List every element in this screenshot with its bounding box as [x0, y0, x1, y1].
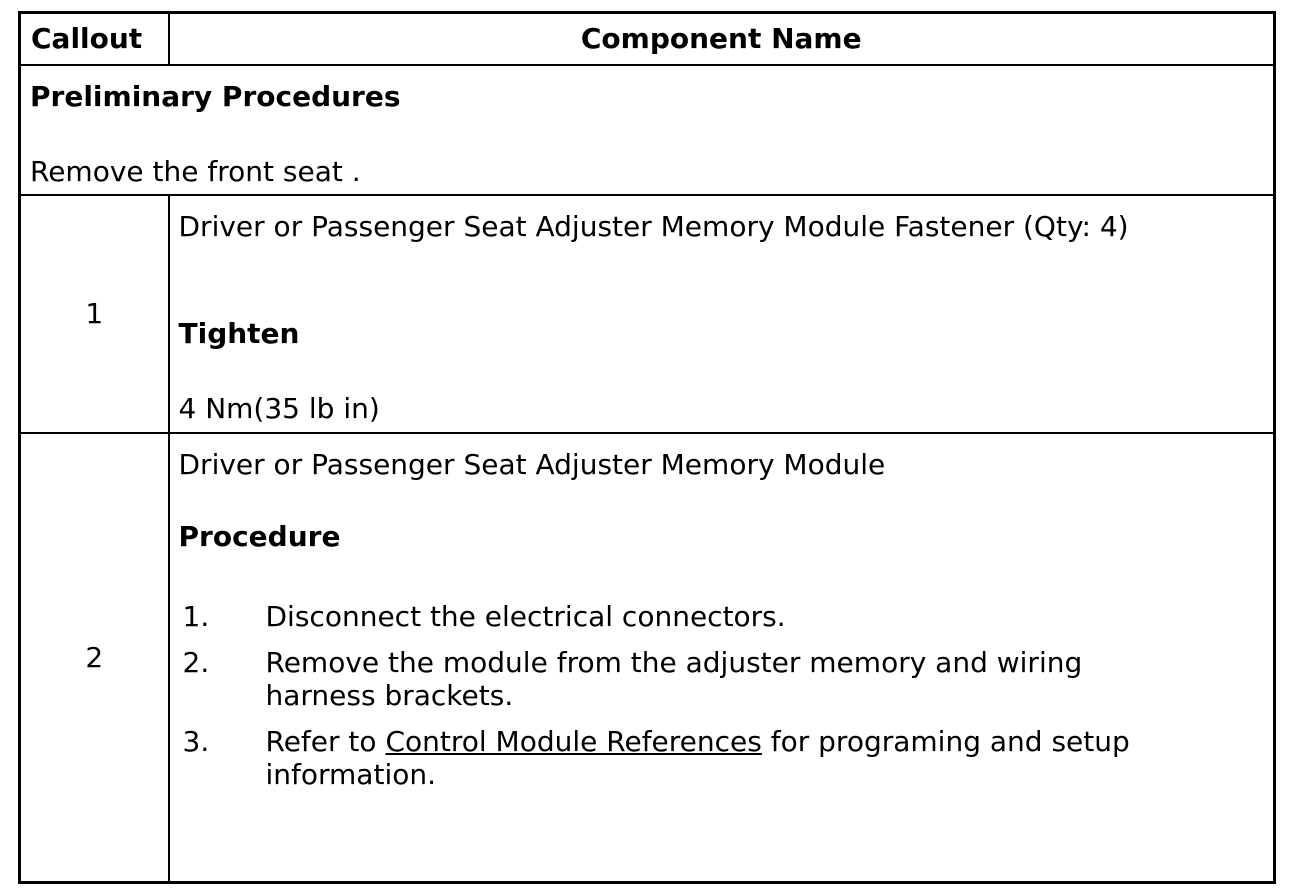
tighten-label: Tighten	[178, 316, 300, 350]
callout-column-header: Callout	[18, 11, 170, 66]
procedure-step-2: 2. Remove the module from the adjuster m…	[183, 646, 1264, 712]
procedure-label: Procedure	[178, 519, 341, 553]
component-cell-module: Driver or Passenger Seat Adjuster Memory…	[167, 431, 1276, 884]
torque-spec: 4 Nm(35 lb in)	[178, 391, 380, 425]
component-name-column-header: Component Name	[167, 11, 1276, 66]
procedure-step-3: 3. Refer to Control Module References fo…	[183, 725, 1264, 791]
component-row-fastener: 1 Driver or Passenger Seat Adjuster Memo…	[18, 193, 1276, 434]
component-table: Callout Component Name Preliminary Proce…	[18, 11, 1276, 884]
procedure-steps: 1. Disconnect the electrical connectors.…	[179, 600, 1264, 791]
table-header-row: Callout Component Name	[18, 11, 1276, 66]
procedure-step-1: 1. Disconnect the electrical connectors.	[183, 600, 1264, 633]
control-module-references-link[interactable]: Control Module References	[385, 724, 762, 758]
step-text: Disconnect the electrical connectors.	[265, 599, 786, 633]
component-cell-fastener: Driver or Passenger Seat Adjuster Memory…	[167, 193, 1276, 434]
component-name-fastener: Driver or Passenger Seat Adjuster Memory…	[178, 209, 1129, 243]
step-text-pre: Refer to	[265, 724, 386, 758]
preliminary-procedures-title: Preliminary Procedures	[30, 79, 401, 113]
step-text: Refer to Control Module References for p…	[266, 725, 1166, 791]
preliminary-procedures-row: Preliminary Procedures Remove the front …	[18, 63, 1276, 196]
preliminary-procedures-cell: Preliminary Procedures Remove the front …	[18, 63, 1276, 196]
preliminary-procedures-text: Remove the front seat .	[30, 154, 361, 188]
callout-number-1: 1	[18, 193, 170, 434]
callout-number-2: 2	[18, 431, 170, 884]
step-number: 1.	[182, 599, 210, 633]
step-number: 2.	[182, 645, 210, 679]
step-text: Remove the module from the adjuster memo…	[265, 645, 1083, 712]
component-row-module: 2 Driver or Passenger Seat Adjuster Memo…	[18, 431, 1276, 884]
step-number: 3.	[182, 724, 210, 758]
component-name-module: Driver or Passenger Seat Adjuster Memory…	[178, 447, 886, 481]
step-text-post: for programing and setup information.	[265, 724, 1130, 791]
